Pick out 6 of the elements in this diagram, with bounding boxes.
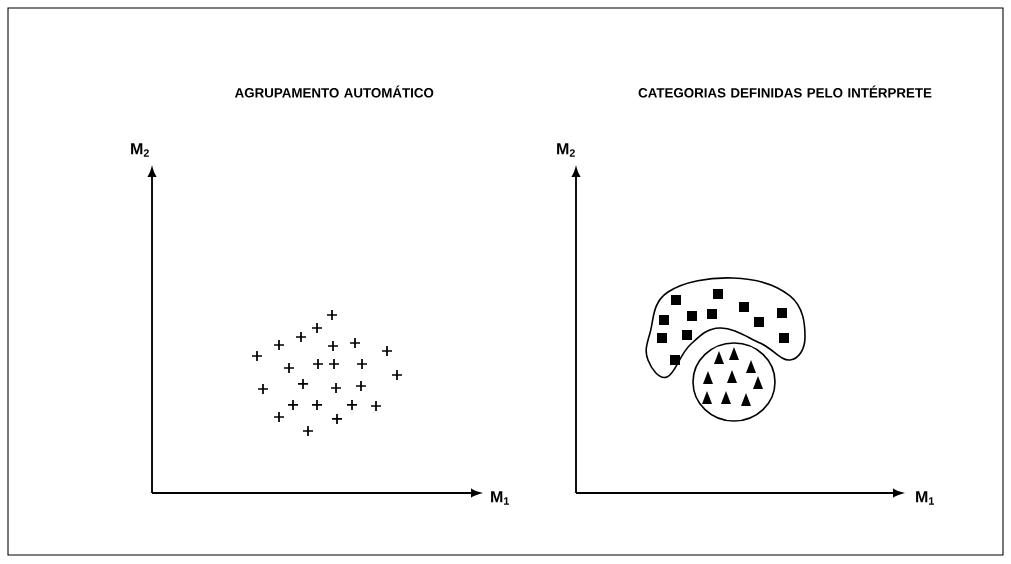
panel-title: AGRUPAMENTO AUTOMÁTICO	[234, 85, 434, 98]
axis-label: M$_{2}$	[557, 143, 575, 157]
axis-label: M$_{1}$	[491, 491, 509, 505]
panel-title: CATEGORIAS DEFINIDAS PELO INTÉRPRETE	[638, 85, 932, 98]
axis-label: M$_{2}$	[131, 143, 149, 157]
axis-label: M$_{1}$	[916, 491, 934, 505]
